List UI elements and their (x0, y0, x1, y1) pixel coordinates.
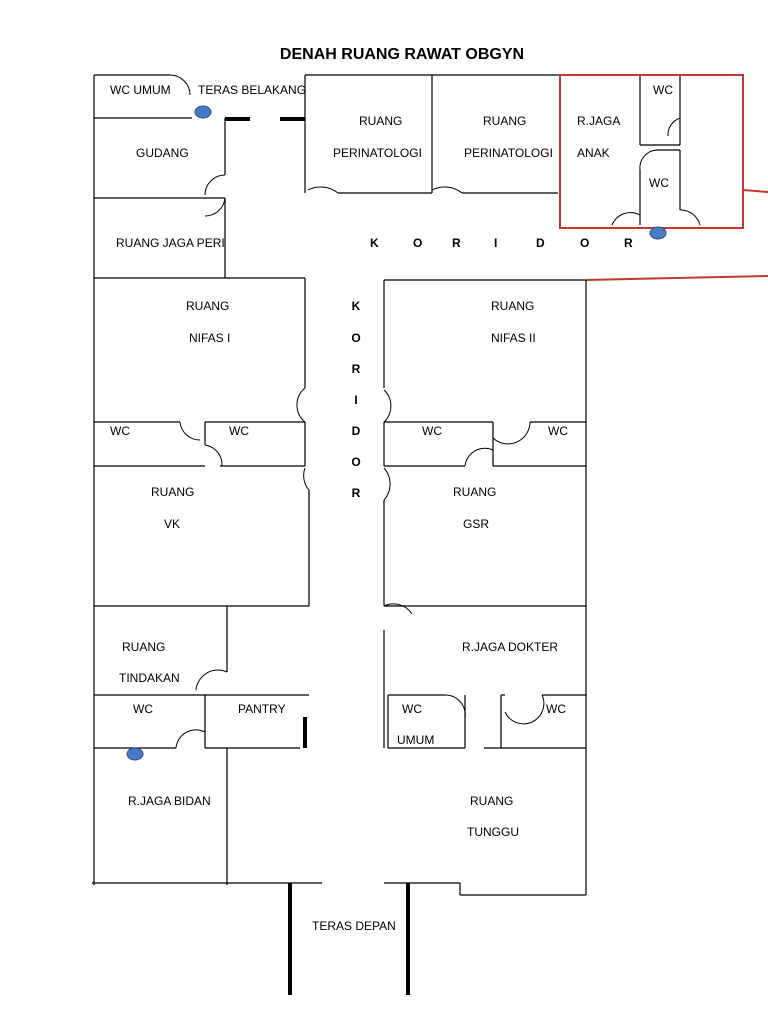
koridor-h-letter: D (536, 236, 545, 250)
label-perinatologi-2-line2: PERINATOLOGI (464, 146, 553, 160)
koridor-h-letter: R (452, 236, 461, 250)
marker-teras-belakang (194, 105, 212, 119)
label-wc-right-1: WC (422, 424, 442, 438)
walls-left-middle (93, 278, 310, 607)
label-tunggu-line2: TUNGGU (467, 825, 519, 839)
label-vk-line1: RUANG (151, 485, 194, 499)
label-wc-left-1: WC (110, 424, 130, 438)
koridor-v-letter: K (352, 299, 361, 313)
label-pantry: PANTRY (238, 702, 286, 716)
label-gsr-line1: RUANG (453, 485, 496, 499)
label-wc-umum-top: WC UMUM (110, 83, 171, 97)
label-teras-belakang: TERAS BELAKANG (198, 83, 306, 97)
koridor-h-letter: I (494, 236, 497, 250)
koridor-v-letter: R (352, 486, 361, 500)
koridor-v-letter: D (352, 424, 361, 438)
walls-right-lower (383, 630, 586, 896)
marker-jaga-bidan (126, 747, 144, 761)
koridor-v-letter: I (354, 393, 357, 407)
doors-perinatologi (307, 186, 463, 194)
label-gudang: GUDANG (136, 146, 189, 160)
label-wc-umum-bottom-line1: WC (402, 702, 422, 716)
walls-top-left (93, 74, 305, 279)
doors-right-middle (383, 389, 531, 501)
label-wc-umum-bottom-line2: UMUM (397, 733, 434, 747)
doors-left-middle (179, 387, 310, 491)
walls-right-middle (383, 279, 587, 895)
label-teras-depan: TERAS DEPAN (312, 919, 396, 933)
label-perinatologi-1-line1: RUANG (359, 114, 402, 128)
front-entrance (288, 883, 410, 995)
label-nifas-2-line2: NIFAS II (491, 331, 536, 345)
label-ruang-jaga-peri: RUANG JAGA PERI (116, 236, 225, 250)
koridor-horizontal: K O R I D O R (370, 236, 633, 250)
highlight-outline (559, 74, 768, 281)
marker-jaga-anak (649, 226, 667, 240)
label-nifas-2-line1: RUANG (491, 299, 534, 313)
walls-left-lower (92, 606, 322, 885)
label-wc-bottom-right: WC (546, 702, 566, 716)
label-jaga-anak-line1: R.JAGA (577, 114, 620, 128)
label-perinatologi-2-line1: RUANG (483, 114, 526, 128)
label-tindakan-line2: TINDAKAN (119, 671, 180, 685)
koridor-vertical: K O R I D O R (351, 299, 360, 500)
label-wc-anak-2: WC (649, 176, 669, 190)
doors-top-left (169, 74, 226, 217)
koridor-h-letter: K (370, 236, 379, 250)
koridor-v-letter: O (351, 331, 360, 345)
label-wc-left-2: WC (229, 424, 249, 438)
label-jaga-bidan: R.JAGA BIDAN (128, 794, 211, 808)
label-wc-right-2: WC (548, 424, 568, 438)
label-vk-line2: VK (164, 517, 180, 531)
label-tindakan-line1: RUANG (122, 640, 165, 654)
doors-jaga-anak (611, 117, 701, 226)
koridor-v-letter: R (352, 362, 361, 376)
label-jaga-dokter: R.JAGA DOKTER (462, 640, 558, 654)
label-wc-bottom-left: WC (133, 702, 153, 716)
label-gsr-line2: GSR (463, 517, 489, 531)
doors-right-lower (383, 603, 545, 725)
label-jaga-anak-line2: ANAK (577, 146, 610, 160)
label-nifas-1-line1: RUANG (186, 299, 229, 313)
koridor-h-letter: R (624, 236, 633, 250)
walls-perinatologi (304, 74, 560, 194)
label-nifas-1-line2: NIFAS I (189, 331, 230, 345)
label-tunggu-line1: RUANG (470, 794, 513, 808)
koridor-h-letter: O (580, 236, 589, 250)
plan-title: DENAH RUANG RAWAT OBGYN (280, 46, 524, 63)
doors-left-lower (175, 669, 228, 749)
koridor-h-letter: O (413, 236, 422, 250)
label-wc-anak-1: WC (653, 83, 673, 97)
walls-jaga-anak (639, 75, 681, 225)
label-perinatologi-1-line2: PERINATOLOGI (333, 146, 422, 160)
koridor-v-letter: O (351, 455, 360, 469)
